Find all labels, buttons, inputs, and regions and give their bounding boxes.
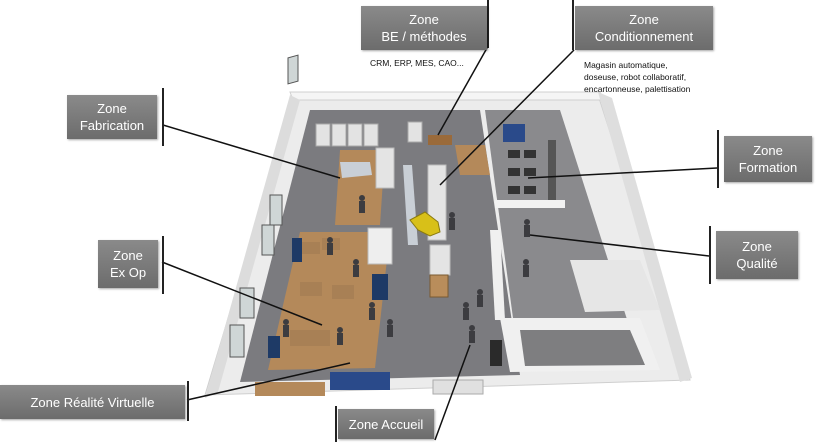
label-divider <box>162 236 164 294</box>
whiteboard <box>548 140 556 200</box>
pallet <box>429 274 449 298</box>
cabinet <box>363 123 379 147</box>
navy-rack <box>292 238 302 262</box>
zone-label-line1: Zone <box>753 143 783 158</box>
training-desk <box>524 168 536 176</box>
window <box>261 224 275 256</box>
training-desk <box>524 150 536 158</box>
table <box>300 282 322 296</box>
navy-rack <box>372 274 388 300</box>
zone-label-line2: Conditionnement <box>594 29 694 44</box>
zone-label-formation: Zone Formation <box>724 136 812 182</box>
white-machine <box>367 227 393 265</box>
zone-label-line1: Zone <box>113 248 143 263</box>
blue-panel <box>432 379 484 395</box>
zone-label-line2: Fabrication <box>79 118 145 133</box>
partition-formation <box>495 200 565 208</box>
note-line: doseuse, robot collaboratif, <box>584 72 687 82</box>
note-line: encartonneuse, palettisation <box>584 84 691 94</box>
zone-note-be-methodes: CRM, ERP, MES, CAO... <box>370 58 464 68</box>
left-wall <box>205 95 300 398</box>
wall-top-edge <box>289 91 605 101</box>
training-desk <box>508 168 520 176</box>
label-divider <box>709 226 711 284</box>
training-desk <box>508 150 520 158</box>
bottom-room-floor <box>520 330 645 366</box>
callout-line-conditionnement <box>439 49 575 186</box>
callout-line-accueil <box>434 344 471 441</box>
zone-label-realite-virtuelle: Zone Réalité Virtuelle <box>0 385 185 419</box>
table <box>300 242 320 254</box>
label-divider <box>335 406 337 442</box>
quality-room <box>570 260 660 312</box>
window <box>229 324 245 358</box>
window <box>287 54 299 85</box>
zone-label-line2: Formation <box>738 160 798 175</box>
right-wall <box>598 92 692 382</box>
label-divider <box>717 130 719 188</box>
zone-label-line1: Zone <box>97 101 127 116</box>
training-desk <box>508 186 520 194</box>
zone-label-be-methodes: Zone BE / méthodes <box>361 6 487 50</box>
zone-label-line1: Zone Accueil <box>348 416 424 432</box>
callout-line-rv <box>186 362 351 401</box>
zone-label-line1: Zone Réalité Virtuelle <box>30 394 155 410</box>
bench <box>255 382 325 396</box>
zone-label-qualite: Zone Qualité <box>716 231 798 279</box>
label-divider <box>162 88 164 146</box>
person-figures <box>283 195 530 345</box>
zone-note-conditionnement: Magasin automatique, doseuse, robot coll… <box>584 59 690 95</box>
zone-label-line2: Ex Op <box>109 265 147 280</box>
cabinet <box>347 123 363 147</box>
white-machine <box>375 147 395 189</box>
zone-label-fabrication: Zone Fabrication <box>67 95 157 139</box>
zone-label-line2: BE / méthodes <box>381 29 467 44</box>
callout-line-fabrication <box>162 124 341 179</box>
label-divider <box>187 381 189 421</box>
entrance-door <box>490 340 502 366</box>
zone-label-line2: Qualité <box>736 256 778 271</box>
callout-line-exop <box>161 261 323 326</box>
zone-label-conditionnement: Zone Conditionnement <box>575 6 713 50</box>
note-line: Magasin automatique, <box>584 60 668 70</box>
white-machine <box>429 244 451 276</box>
cabinet <box>331 123 347 147</box>
zone-label-line1: Zone <box>409 12 439 27</box>
label-divider <box>572 0 574 50</box>
zone-label-accueil: Zone Accueil <box>338 409 434 439</box>
window <box>239 287 255 319</box>
zone-label-line1: Zone <box>742 239 772 254</box>
cabinet <box>407 121 423 143</box>
callout-line-formation <box>527 167 718 179</box>
zone-label-line1: Zone <box>629 12 659 27</box>
callout-line-qualite <box>529 234 710 257</box>
wood-floor-conditionnement <box>455 145 490 175</box>
table <box>332 285 354 299</box>
label-divider <box>487 0 489 48</box>
robot-arm <box>409 211 441 237</box>
blue-cabinet <box>503 124 525 142</box>
zone-label-ex-op: Zone Ex Op <box>98 240 158 288</box>
training-desk <box>524 186 536 194</box>
table <box>290 330 330 346</box>
conveyor <box>340 162 372 178</box>
desk <box>428 135 452 145</box>
partition-qualite <box>490 230 505 320</box>
blue-panel <box>330 372 390 390</box>
callout-line-be <box>437 47 488 136</box>
navy-rack <box>268 336 280 358</box>
window <box>269 194 283 226</box>
cabinet <box>315 123 331 147</box>
